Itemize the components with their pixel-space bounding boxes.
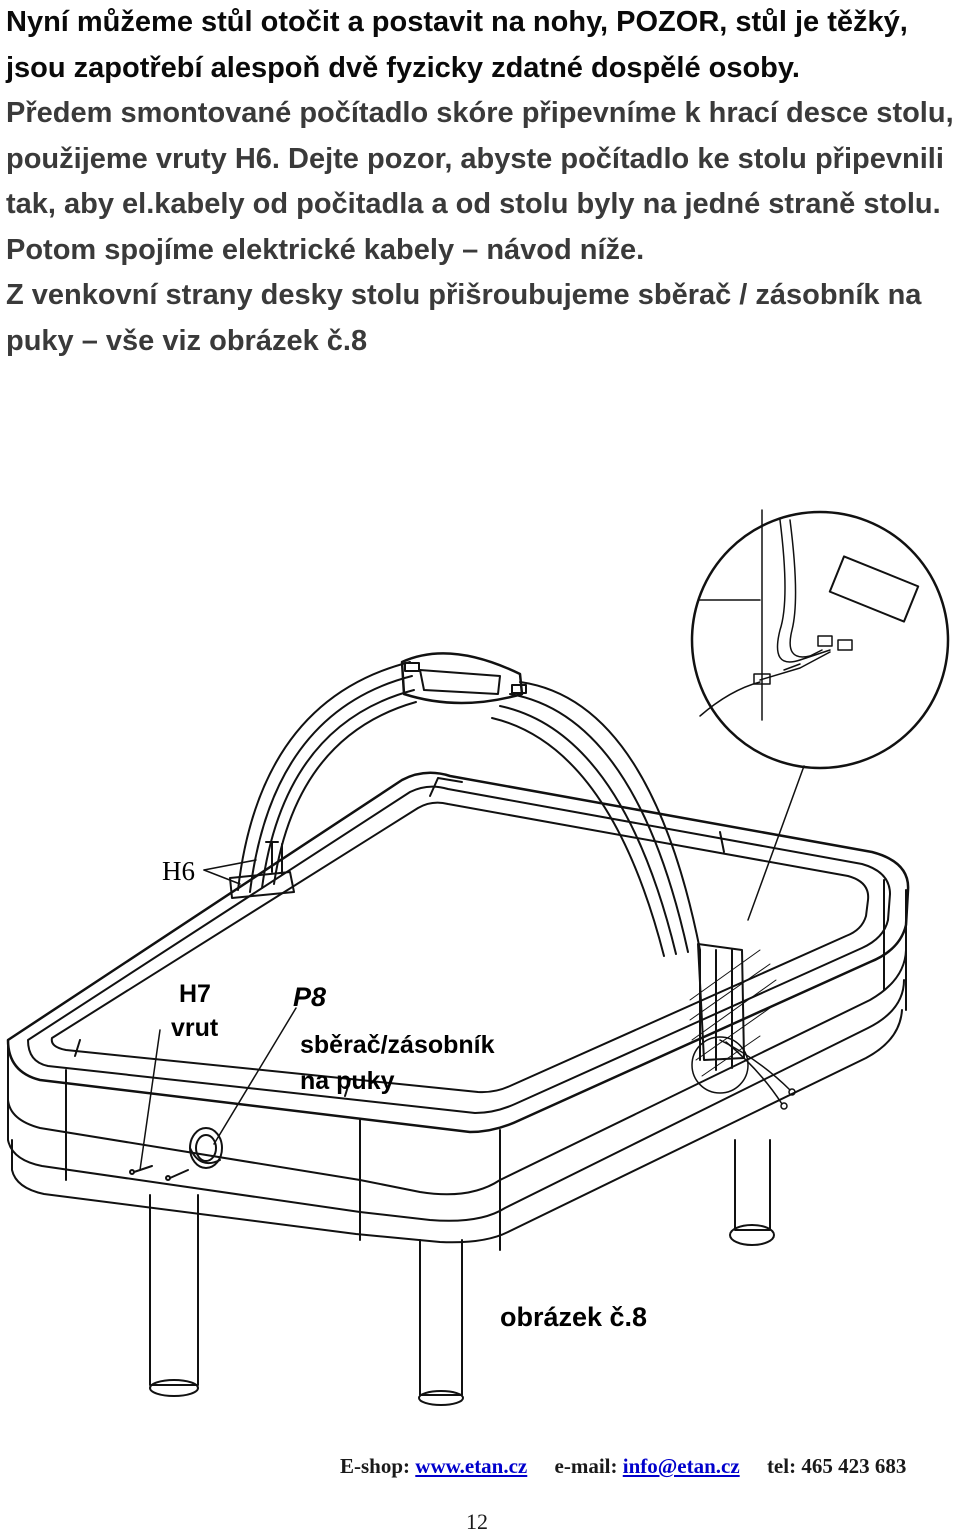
puck-collector-paragraph: Z venkovní strany desky stolu přišroubuj…	[6, 279, 922, 357]
label-h7: H7	[179, 980, 211, 1008]
cables-paragraph: Potom spojíme elektrické kabely – návod …	[6, 233, 645, 266]
h7-screws	[129, 1165, 189, 1181]
air-hockey-table-drawing	[6, 509, 950, 1406]
scoreboard-paragraph: Předem smontované počítadlo skóre připev…	[6, 97, 954, 220]
table-legs	[149, 1139, 775, 1406]
cable-drawing	[691, 1036, 796, 1110]
label-vrut: vrut	[171, 1014, 219, 1042]
puck-collector-drawing	[189, 1127, 223, 1169]
figure-caption: obrázek č.8	[500, 1302, 648, 1332]
cable-connection-detail	[690, 509, 950, 921]
table-body	[6, 771, 910, 1251]
instructions-text: Nyní můžeme stůl otočit a postavit na no…	[6, 0, 956, 364]
footer-contacts: E-shop: www.etan.cz e-mail: info@etan.cz…	[340, 1454, 958, 1479]
assembly-figure: H6 H7 vrut P8 sběrač/zásobník na puky ob…	[0, 480, 960, 1420]
page-number: 12	[466, 1509, 488, 1534]
h6-screws	[265, 841, 283, 875]
corner-hatching	[689, 949, 777, 1077]
phone-text: tel: 465 423 683	[766, 1454, 907, 1478]
safety-paragraph: Nyní můžeme stůl otočit a postavit na no…	[6, 6, 908, 84]
label-p8-description-line1: sběrač/zásobník	[300, 1031, 495, 1059]
eshop-link[interactable]: www.etan.cz	[415, 1454, 528, 1478]
email-link[interactable]: info@etan.cz	[622, 1454, 740, 1478]
eshop-label: E-shop:	[340, 1454, 411, 1478]
label-h6: H6	[162, 856, 195, 886]
leader-lines	[139, 859, 297, 1171]
email-label: e-mail:	[554, 1454, 618, 1478]
label-p8: P8	[293, 982, 327, 1012]
label-p8-description-line2: na puky	[300, 1067, 395, 1095]
